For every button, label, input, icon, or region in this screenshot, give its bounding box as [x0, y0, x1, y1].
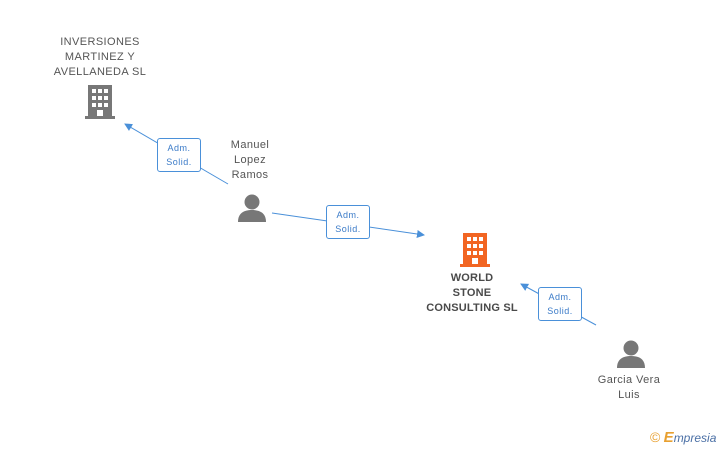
node-label-garcia[interactable]: Garcia Vera Luis: [597, 374, 661, 401]
edge-label-adm-solid: Adm. Solid.: [538, 287, 582, 321]
brand-name: mpresia: [673, 431, 717, 445]
person-icon[interactable]: [617, 340, 645, 369]
person-icon[interactable]: [238, 194, 266, 223]
building-icon[interactable]: [460, 233, 490, 267]
brand-initial: E: [663, 429, 674, 446]
edge-label-adm-solid: Adm. Solid.: [157, 138, 201, 172]
empresia-logo[interactable]: © Empresia: [650, 429, 716, 447]
node-label-inversiones[interactable]: INVERSIONES MARTINEZ Y AVELLANEDA SL: [53, 36, 147, 78]
copyright-symbol: ©: [650, 429, 661, 445]
node-label-world-stone[interactable]: WORLD STONE CONSULTING SL: [426, 272, 518, 314]
building-icon[interactable]: [85, 85, 115, 119]
edge-label-adm-solid: Adm. Solid.: [326, 205, 370, 239]
node-label-manuel[interactable]: Manuel Lopez Ramos: [230, 139, 270, 181]
